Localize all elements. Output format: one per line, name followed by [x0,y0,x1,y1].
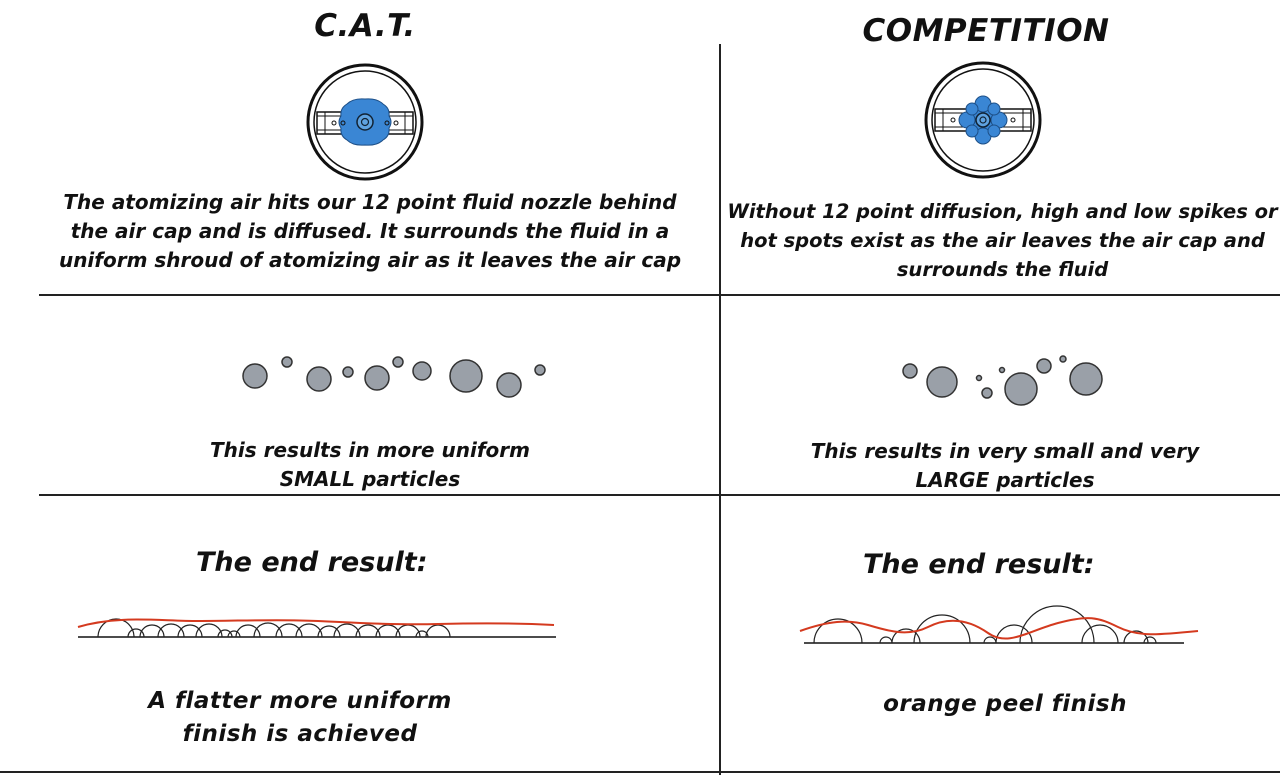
competition-finish-illustration [799,605,1199,644]
cat-description-line: The atomizing air hits our 12 point flui… [63,190,677,214]
cat-description-line: the air cap and is diffused. It surround… [70,219,670,243]
cat-title: C.A.T. [314,8,416,44]
competition-air-cap-icon [924,61,1042,179]
competition-description-line: Without 12 point diffusion, high and low… [727,200,1278,223]
cat-outcome-caption-line: A flatter more uniform [148,688,452,714]
cat-outcome-caption: A flatter more uniform finish is achieve… [100,685,500,751]
particle [449,359,483,393]
center-divider [719,44,721,775]
competition-particles [902,355,1103,406]
particle [998,366,1006,374]
cat-outcome-caption-line: finish is achieved [182,721,418,747]
cat-particles-caption-line: This results in more uniform [210,438,530,462]
particle [1004,372,1038,406]
cat-particles [242,356,546,398]
particle [1059,355,1067,363]
cat-particles-caption: This results in more uniform SMALL parti… [120,436,620,494]
competition-particles-caption: This results in very small and very LARG… [755,437,1255,495]
bottom-border [0,771,1280,773]
particle [342,366,354,378]
competition-particles-caption-line: This results in very small and very [810,439,1200,463]
particle [392,356,404,368]
particle [364,365,390,391]
particle [534,364,546,376]
cat-description: The atomizing air hits our 12 point flui… [40,188,700,275]
competition-title: COMPETITION [862,13,1110,49]
competition-outcome-caption-line: orange peel finish [883,691,1127,717]
particle [496,372,522,398]
particle [281,356,293,368]
particle [975,374,983,382]
cat-end-result-heading: The end result: [196,547,428,578]
row-divider-1 [39,294,1280,296]
competition-outcome-caption: orange peel finish [830,688,1180,721]
competition-end-result-heading: The end result: [863,549,1095,580]
particle [1036,358,1052,374]
competition-description-line: hot spots exist as the air leaves the ai… [740,229,1265,252]
particle [242,363,268,389]
competition-description-line: surrounds the fluid [896,258,1109,281]
row-divider-2 [39,494,1280,496]
cat-air-cap-icon [306,63,424,181]
particle [1069,362,1103,396]
competition-particles-caption-line: LARGE particles [915,468,1095,492]
cat-particles-caption-line: SMALL particles [279,467,461,491]
cat-description-line: uniform shroud of atomizing air as it le… [58,248,682,272]
particle [981,387,993,399]
particle [902,363,918,379]
particle [926,366,958,398]
particle [412,361,432,381]
cat-finish-illustration [77,618,556,638]
particle [306,366,332,392]
competition-description: Without 12 point diffusion, high and low… [725,197,1280,284]
